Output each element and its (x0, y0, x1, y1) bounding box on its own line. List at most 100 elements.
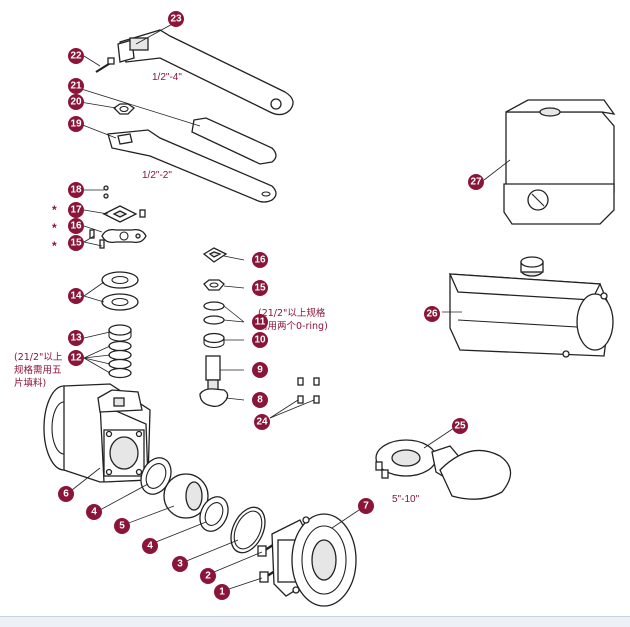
callout-6: 6 (58, 486, 74, 502)
valve-body-6 (43, 383, 151, 483)
svg-text:22: 22 (70, 51, 82, 62)
svg-text:2: 2 (205, 571, 211, 582)
callout-3: 3 (172, 556, 188, 572)
svg-text:16: 16 (254, 255, 266, 266)
gland-16 (101, 228, 147, 244)
svg-text:7: 7 (363, 501, 369, 512)
callout-24: 24 (254, 414, 270, 430)
note-oring-line1: (21/2"以上规格 (258, 307, 326, 319)
svg-text:4: 4 (91, 507, 97, 518)
callout-4-lower: 4 (142, 538, 158, 554)
lock-plate-17 (102, 205, 146, 223)
svg-text:17: 17 (70, 205, 82, 216)
ring-10 (203, 332, 225, 349)
svg-text:16: 16 (70, 221, 82, 232)
gear-operator-25 (375, 439, 512, 500)
svg-text:13: 13 (70, 333, 82, 344)
svg-text:20: 20 (70, 97, 82, 108)
callout-8: 8 (252, 392, 268, 408)
note-packing-line1: (21/2"以上 (14, 352, 63, 363)
note-packing-line2: 规格需用五 (14, 364, 62, 376)
size-label-gear-operator: 5"-10" (392, 494, 420, 505)
size-label-handle-large: 1/2"-4" (152, 72, 182, 83)
callout-18: 18 (68, 182, 84, 198)
callout-15-center: 15 (252, 280, 268, 296)
svg-text:26: 26 (426, 309, 438, 320)
callout-9: 9 (252, 362, 268, 378)
stem-9 (205, 355, 221, 391)
svg-text:18: 18 (70, 185, 82, 196)
callout-21: 21 (68, 78, 84, 94)
svg-text:5: 5 (119, 521, 125, 532)
ring-13 (108, 324, 132, 342)
end-cap-7 (257, 513, 357, 607)
size-label-handle-small: 1/2"-2" (142, 170, 172, 181)
leader-lines (71, 21, 511, 591)
callout-16-center: 16 (252, 252, 268, 268)
svg-text:4: 4 (147, 541, 153, 552)
callout-26: 26 (424, 306, 440, 322)
seat-4-upper (140, 457, 172, 495)
callout-1: 1 (214, 584, 230, 600)
callout-11: 11 (252, 314, 268, 330)
svg-text:10: 10 (254, 335, 266, 346)
svg-text:15: 15 (70, 238, 82, 249)
svg-text:25: 25 (454, 421, 466, 432)
svg-text:12: 12 (70, 353, 82, 364)
svg-text:3: 3 (177, 559, 183, 570)
callout-16-left: 16 (68, 218, 84, 234)
svg-text:24: 24 (256, 417, 268, 428)
note-packing-line3: 片填料) (14, 377, 46, 389)
screws-24 (297, 377, 320, 404)
nut-20 (112, 103, 136, 115)
callout-12: 12 (68, 350, 84, 366)
svg-text:21: 21 (70, 81, 82, 92)
asterisk-15: * (52, 239, 57, 253)
callout-15-left: 15 (68, 235, 84, 251)
screws-18 (103, 185, 109, 199)
handle-grip-21 (191, 117, 277, 165)
actuator-cover-27 (503, 99, 616, 225)
callout-23: 23 (168, 11, 184, 27)
svg-text:9: 9 (257, 365, 263, 376)
svg-text:27: 27 (470, 177, 482, 188)
callout-17: 17 (68, 202, 84, 218)
svg-text:1: 1 (219, 587, 225, 598)
callout-7: 7 (358, 498, 374, 514)
svg-text:11: 11 (255, 317, 266, 328)
orings-11 (203, 301, 225, 325)
gasket-3 (230, 506, 266, 554)
svg-text:23: 23 (170, 14, 182, 25)
callout-27: 27 (468, 174, 484, 190)
washers-14 (101, 271, 139, 311)
footer-bar (0, 616, 630, 627)
seat-4-lower (199, 496, 229, 532)
packing-12 (108, 340, 132, 379)
washer-8 (199, 388, 229, 408)
lock-plate-16-center (202, 247, 228, 263)
asterisk-16: * (52, 221, 57, 235)
svg-text:14: 14 (70, 291, 82, 302)
svg-text:19: 19 (70, 119, 82, 130)
callout-2: 2 (200, 568, 216, 584)
callout-22: 22 (68, 48, 84, 64)
callout-4-upper: 4 (86, 504, 102, 520)
callout-25: 25 (452, 418, 468, 434)
handle-large (117, 29, 294, 116)
callout-20: 20 (68, 94, 84, 110)
svg-text:8: 8 (257, 395, 263, 406)
asterisk-17: * (52, 203, 57, 217)
callout-14: 14 (68, 288, 84, 304)
nut-15-center (203, 279, 225, 291)
bolt-22 (95, 57, 115, 73)
callout-10: 10 (252, 332, 268, 348)
handle-small (107, 129, 277, 203)
svg-text:15: 15 (254, 283, 266, 294)
screws-15-left (89, 229, 105, 249)
ball-5 (163, 473, 209, 519)
note-oring-line2: 需用两个0-ring) (258, 321, 328, 332)
callout-13: 13 (68, 330, 84, 346)
svg-text:6: 6 (63, 489, 69, 500)
pneumatic-actuator-26 (448, 256, 614, 358)
